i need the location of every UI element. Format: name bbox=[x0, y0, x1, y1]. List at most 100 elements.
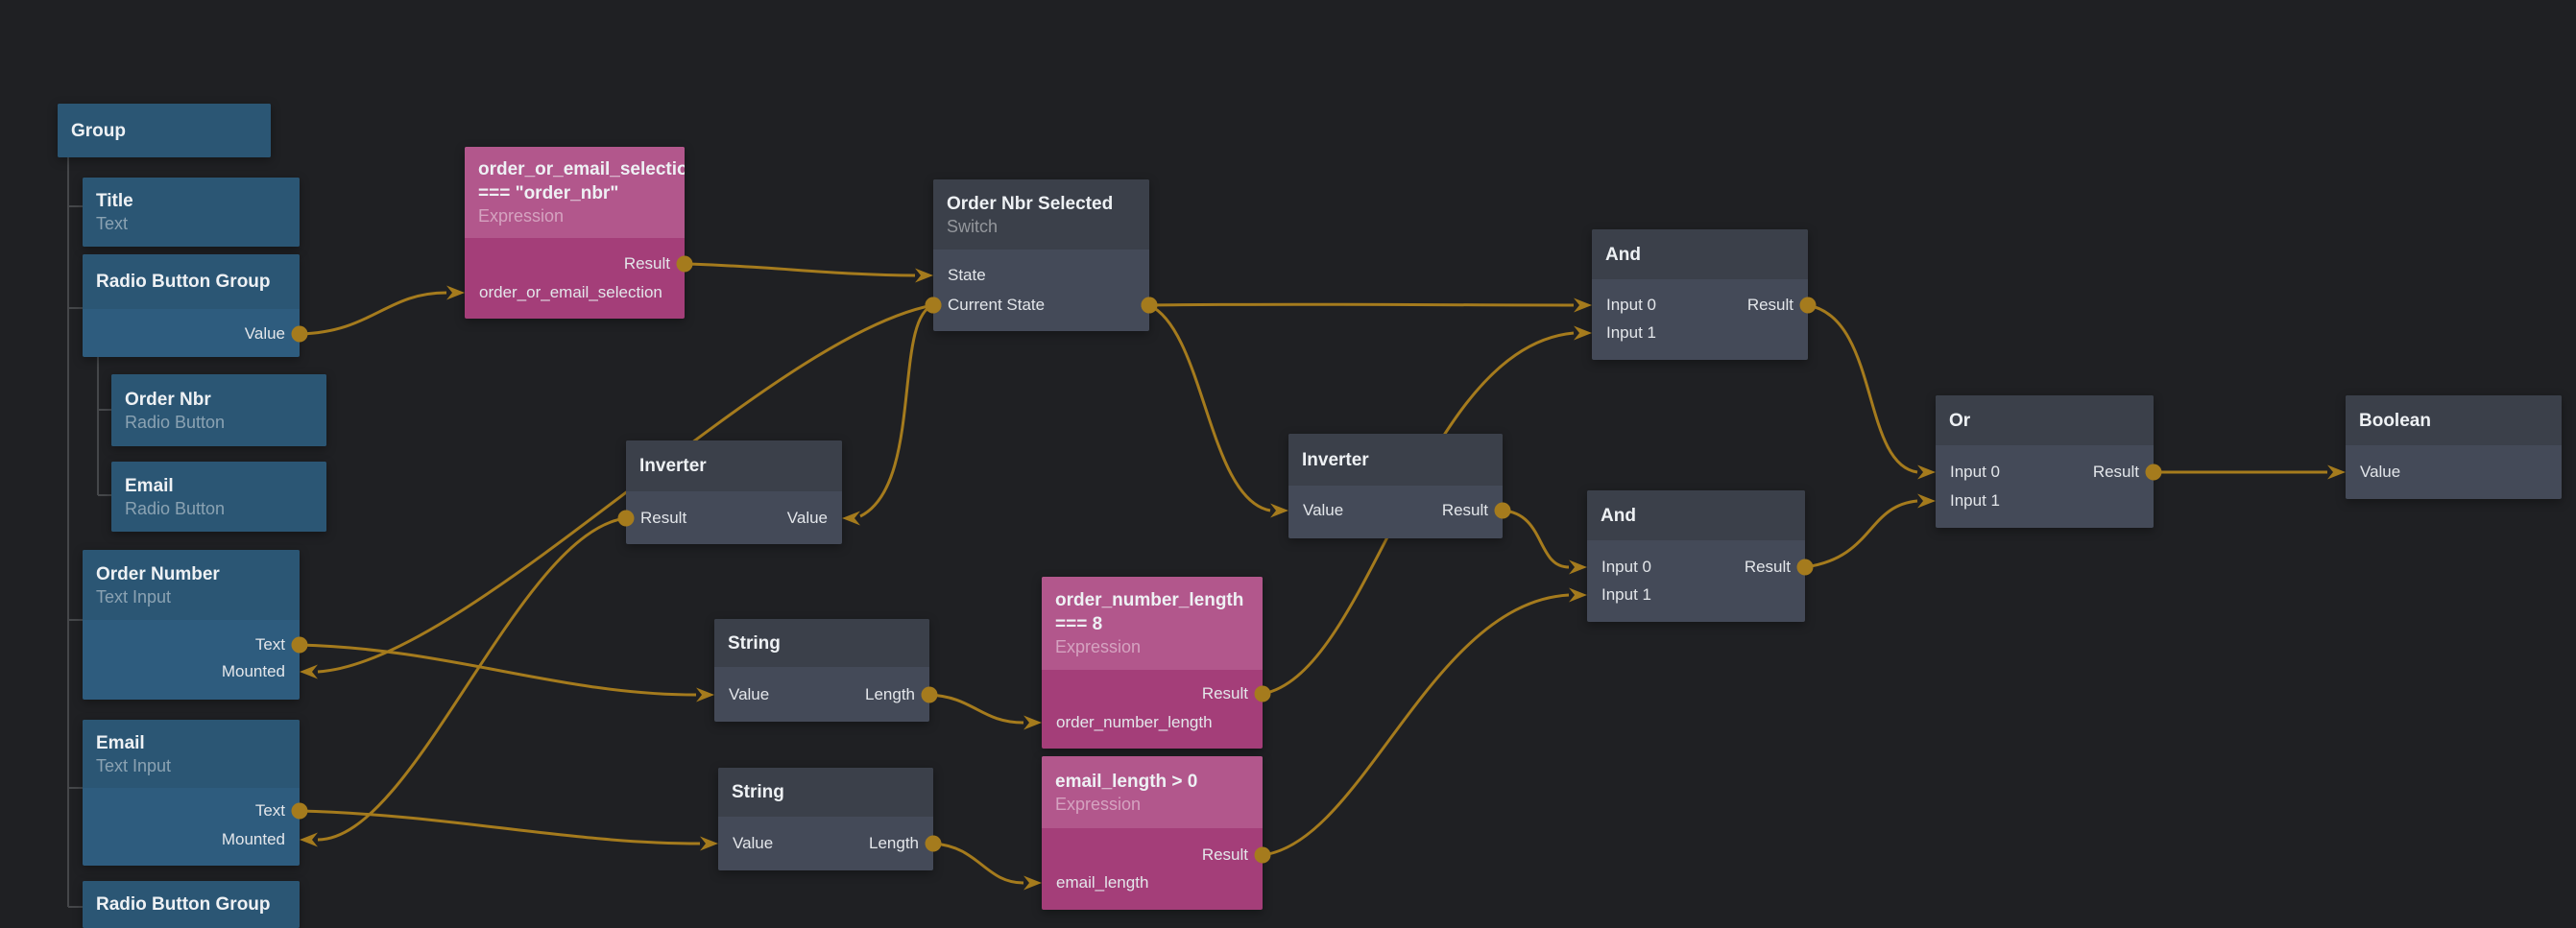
wire-inverter-2-result-to-and-2-input-0[interactable] bbox=[1502, 509, 1570, 569]
wire-switch-current-state-to-inverter-2-value[interactable] bbox=[1148, 303, 1271, 512]
wire-switch-current-state-to-order-number-mounted[interactable] bbox=[317, 303, 934, 674]
node-title: Order Nbr Selected bbox=[947, 193, 1114, 214]
port-value[interactable]: Value bbox=[244, 324, 285, 343]
wire-inverter-1-result-to-email-input-mounted[interactable] bbox=[317, 516, 627, 842]
port-mounted[interactable]: Mounted bbox=[221, 662, 285, 680]
node-group[interactable]: Group bbox=[58, 104, 271, 157]
port-result[interactable]: Result bbox=[1744, 558, 1791, 576]
port-result[interactable]: Result bbox=[1441, 501, 1488, 519]
node-title: Inverter bbox=[639, 456, 707, 476]
wire-expr-order-or-email-result-to-switch-state[interactable] bbox=[684, 262, 916, 277]
port-input-1[interactable]: Input 1 bbox=[1601, 585, 1651, 604]
wire-string-1-length-to-expr-order-number-length-order-number-length[interactable] bbox=[928, 693, 1024, 725]
node-title: And bbox=[1601, 505, 1636, 526]
wire-order-number-text-to-string-1-value[interactable] bbox=[299, 643, 697, 697]
node-subtitle: Expression bbox=[1055, 794, 1142, 814]
node-expr-order-or-email[interactable]: order_or_email_selection === "order_nbr"… bbox=[465, 147, 685, 319]
wire-string-2-length-to-expr-email-length-email-length[interactable] bbox=[932, 842, 1024, 885]
port-value[interactable]: Value bbox=[786, 509, 828, 527]
node-header[interactable]: order_or_email_selection === "order_nbr"… bbox=[465, 147, 685, 238]
port-input-0[interactable]: Input 0 bbox=[1606, 296, 1656, 314]
node-header[interactable]: Group bbox=[58, 104, 271, 157]
node-subtitle: Radio Button bbox=[125, 498, 226, 518]
port-input-1[interactable]: Input 1 bbox=[1950, 491, 2000, 510]
node-title: String bbox=[728, 632, 781, 654]
node-header[interactable]: And bbox=[1592, 229, 1808, 279]
port-result[interactable]: Result bbox=[1746, 296, 1794, 314]
wire-expr-email-length-result-to-and-2-input-1[interactable] bbox=[1262, 593, 1570, 857]
port-result[interactable]: Result bbox=[1201, 684, 1248, 702]
node-subtitle: Switch bbox=[947, 216, 999, 236]
port-length[interactable]: Length bbox=[865, 685, 915, 703]
port-text[interactable]: Text bbox=[254, 635, 285, 654]
wire-and-1-result-to-or-input-0[interactable] bbox=[1807, 303, 1918, 474]
node-title: Boolean bbox=[2359, 410, 2431, 431]
node-header[interactable]: Boolean bbox=[2346, 395, 2562, 445]
wire-switch-current-state-to-inverter-1-value[interactable] bbox=[859, 303, 934, 518]
port-mounted[interactable]: Mounted bbox=[221, 830, 285, 848]
port-input-0[interactable]: Input 0 bbox=[1601, 558, 1651, 576]
port-current-state[interactable]: Current State bbox=[948, 296, 1046, 314]
port-order-or-email-selection[interactable]: order_or_email_selection bbox=[479, 283, 662, 301]
node-header[interactable]: String bbox=[714, 619, 929, 667]
port-value[interactable]: Value bbox=[2360, 463, 2401, 481]
node-title: order_number_length === 8 bbox=[1055, 590, 1244, 634]
port-result[interactable]: Result bbox=[640, 509, 687, 527]
port-input-1[interactable]: Input 1 bbox=[1606, 323, 1656, 342]
node-header[interactable]: String bbox=[718, 768, 933, 817]
port-result[interactable]: Result bbox=[1201, 845, 1248, 864]
port-length[interactable]: Length bbox=[869, 834, 919, 852]
port-text[interactable]: Text bbox=[254, 801, 285, 820]
node-header[interactable]: Inverter bbox=[626, 440, 842, 491]
node-title: Radio Button Group bbox=[96, 894, 271, 915]
wire-and-2-result-to-or-input-1[interactable] bbox=[1804, 499, 1918, 569]
port-email-length[interactable]: email_length bbox=[1056, 873, 1149, 892]
wire-email-input-text-to-string-2-value[interactable] bbox=[299, 809, 701, 845]
port-result[interactable]: Result bbox=[2092, 463, 2139, 481]
port-state[interactable]: State bbox=[948, 266, 986, 284]
port-value[interactable]: Value bbox=[729, 685, 770, 703]
node-header[interactable]: And bbox=[1587, 490, 1805, 540]
node-header[interactable]: Radio Button Group bbox=[83, 254, 300, 309]
node-title: Group bbox=[71, 120, 126, 141]
node-title: order_or_email_selection === "order_nbr" bbox=[478, 159, 685, 203]
port-order-number-length[interactable]: order_number_length bbox=[1056, 713, 1213, 731]
node-header[interactable]: Radio Button Group bbox=[83, 881, 300, 928]
node-radio-button-group-2[interactable]: Radio Button Group bbox=[83, 881, 300, 928]
wire-radio-button-group-value-to-expr-order-or-email-order-or-email-selection[interactable] bbox=[299, 291, 447, 336]
port-value[interactable]: Value bbox=[733, 834, 774, 852]
port-value[interactable]: Value bbox=[1303, 501, 1344, 519]
port-input-0[interactable]: Input 0 bbox=[1950, 463, 2000, 481]
wire-switch-current-state-to-and-1-input-0[interactable] bbox=[1148, 302, 1575, 307]
node-header[interactable]: Or bbox=[1936, 395, 2154, 445]
port-result[interactable]: Result bbox=[623, 254, 670, 273]
node-header[interactable]: Inverter bbox=[1288, 434, 1503, 486]
